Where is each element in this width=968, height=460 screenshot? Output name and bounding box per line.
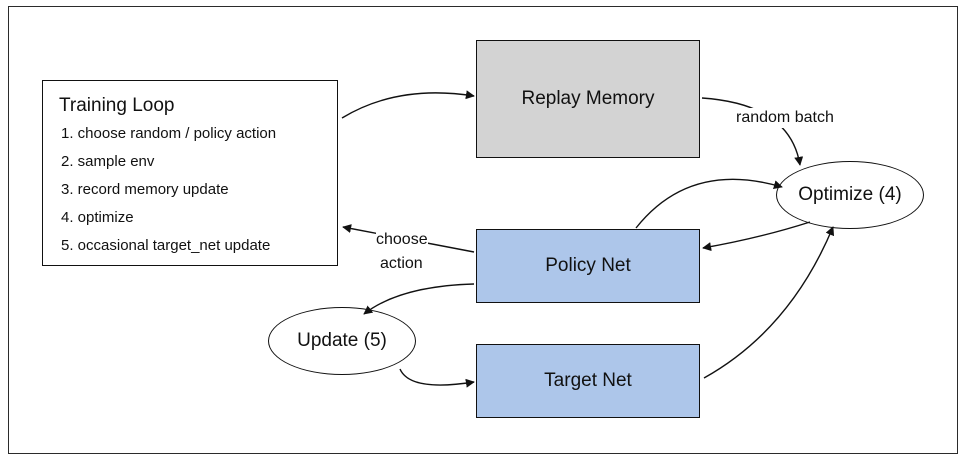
- target-net-node: Target Net: [476, 344, 700, 418]
- target-net-label: Target Net: [544, 370, 632, 391]
- training-step-1: 1. choose random / policy action: [61, 125, 277, 142]
- edge-label-random-batch: random batch: [736, 108, 834, 128]
- edge-label-choose: choose: [376, 230, 428, 250]
- training-step-3: 3. record memory update: [61, 181, 229, 198]
- edge-optimize-to-policy: [702, 221, 811, 252]
- replay-memory-label: Replay Memory: [521, 88, 655, 109]
- edge-target-to-optimize: [703, 226, 835, 379]
- training-step-5: 5. occasional target_net update: [61, 237, 271, 254]
- edge-training-to-replay: [341, 90, 475, 119]
- update-label: Update (5): [297, 330, 387, 351]
- policy-net-node: Policy Net: [476, 229, 700, 303]
- update-node: Update (5): [268, 307, 416, 375]
- replay-memory-node: Replay Memory: [476, 40, 700, 158]
- training-loop-title: Training Loop: [59, 95, 175, 116]
- edge-policy-to-update: [363, 283, 475, 315]
- training-loop-box: Training Loop 1. choose random / policy …: [42, 80, 338, 266]
- edge-policy-to-optimize: [635, 178, 783, 229]
- policy-net-label: Policy Net: [545, 255, 631, 276]
- optimize-label: Optimize (4): [798, 184, 902, 205]
- optimize-node: Optimize (4): [776, 161, 924, 229]
- edge-label-action: action: [380, 254, 423, 274]
- training-step-2: 2. sample env: [61, 153, 155, 170]
- training-step-4: 4. optimize: [61, 209, 134, 226]
- edge-update-to-target: [399, 368, 475, 388]
